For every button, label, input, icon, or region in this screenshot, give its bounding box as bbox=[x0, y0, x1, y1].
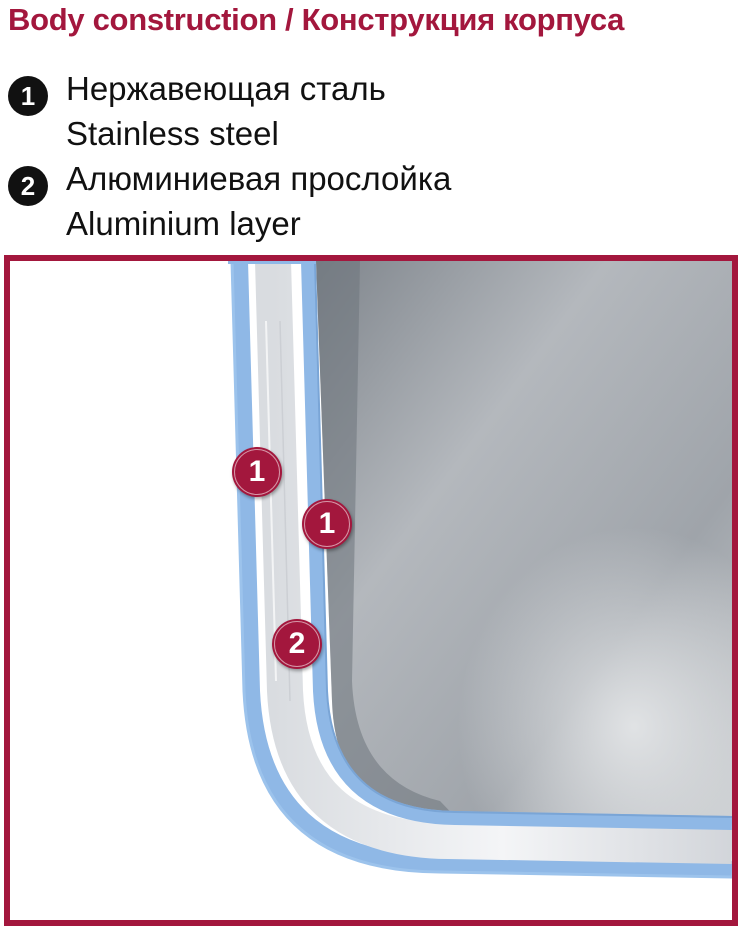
legend-label-en: Stainless steel bbox=[66, 115, 279, 152]
legend-label-en: Aluminium layer bbox=[66, 205, 301, 242]
legend-item-aluminium-layer: 2 Алюминиевая прослойка Aluminium layer bbox=[8, 156, 728, 246]
legend: 1 Нержавеющая сталь Stainless steel 2 Ал… bbox=[8, 66, 728, 246]
legend-number-2: 2 bbox=[8, 166, 48, 206]
legend-label-ru: Алюминиевая прослойка bbox=[66, 160, 452, 197]
callout-aluminium: 2 bbox=[272, 619, 322, 669]
pot-interior-shadow bbox=[316, 261, 462, 824]
pot-interior-highlight bbox=[340, 381, 732, 824]
inner-stainless-layer bbox=[301, 261, 732, 830]
legend-number-1: 1 bbox=[8, 76, 48, 116]
outer-stainless-layer bbox=[232, 261, 732, 877]
aluminium-core-layer bbox=[255, 261, 732, 864]
cross-section-figure: 1 1 2 bbox=[4, 255, 738, 926]
page-title: Body construction / Конструкция корпуса bbox=[8, 2, 625, 37]
legend-label-ru: Нержавеющая сталь bbox=[66, 70, 386, 107]
legend-item-stainless-steel: 1 Нержавеющая сталь Stainless steel bbox=[8, 66, 728, 156]
callout-stainless-inner: 1 bbox=[302, 499, 352, 549]
cross-section-illustration bbox=[228, 261, 732, 879]
callout-stainless-outer: 1 bbox=[232, 447, 282, 497]
